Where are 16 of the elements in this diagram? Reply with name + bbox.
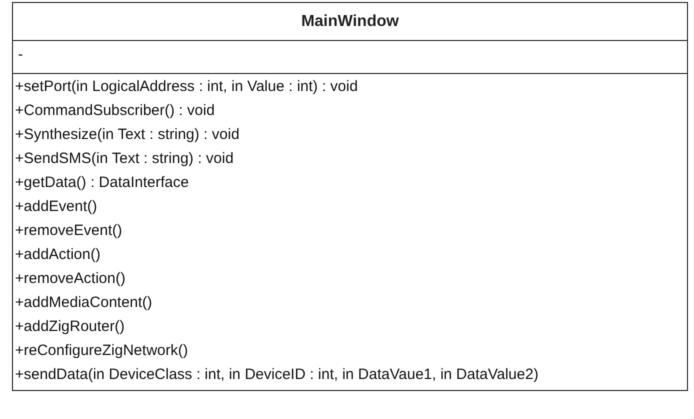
method-text: +CommandSubscriber() : void bbox=[14, 101, 215, 121]
method-text: +getData() : DataInterface bbox=[14, 173, 189, 193]
method-text: +addMediaContent() bbox=[14, 293, 152, 313]
method-text: +setPort(in LogicalAddress : int, in Value : int) : void bbox=[14, 77, 358, 97]
class-box bbox=[12, 2, 688, 391]
method-text: +addZigRouter() bbox=[14, 317, 125, 337]
method-text: +reConfigureZigNetwork() bbox=[14, 341, 188, 361]
method-text: +removeEvent() bbox=[14, 221, 122, 241]
method-text: +SendSMS(in Text : string) : void bbox=[14, 149, 234, 169]
class-name: MainWindow bbox=[301, 12, 399, 30]
method-text: +addEvent() bbox=[14, 197, 98, 217]
attribute-text: - bbox=[17, 45, 23, 65]
method-text: +sendData(in DeviceClass : int, in DeviceID : int, in DataVaue1, in DataValue2) bbox=[14, 365, 538, 385]
method-text: +Synthesize(in Text : string) : void bbox=[14, 125, 240, 145]
method-text: +addAction() bbox=[14, 245, 100, 265]
method-text: +removeAction() bbox=[14, 269, 126, 289]
